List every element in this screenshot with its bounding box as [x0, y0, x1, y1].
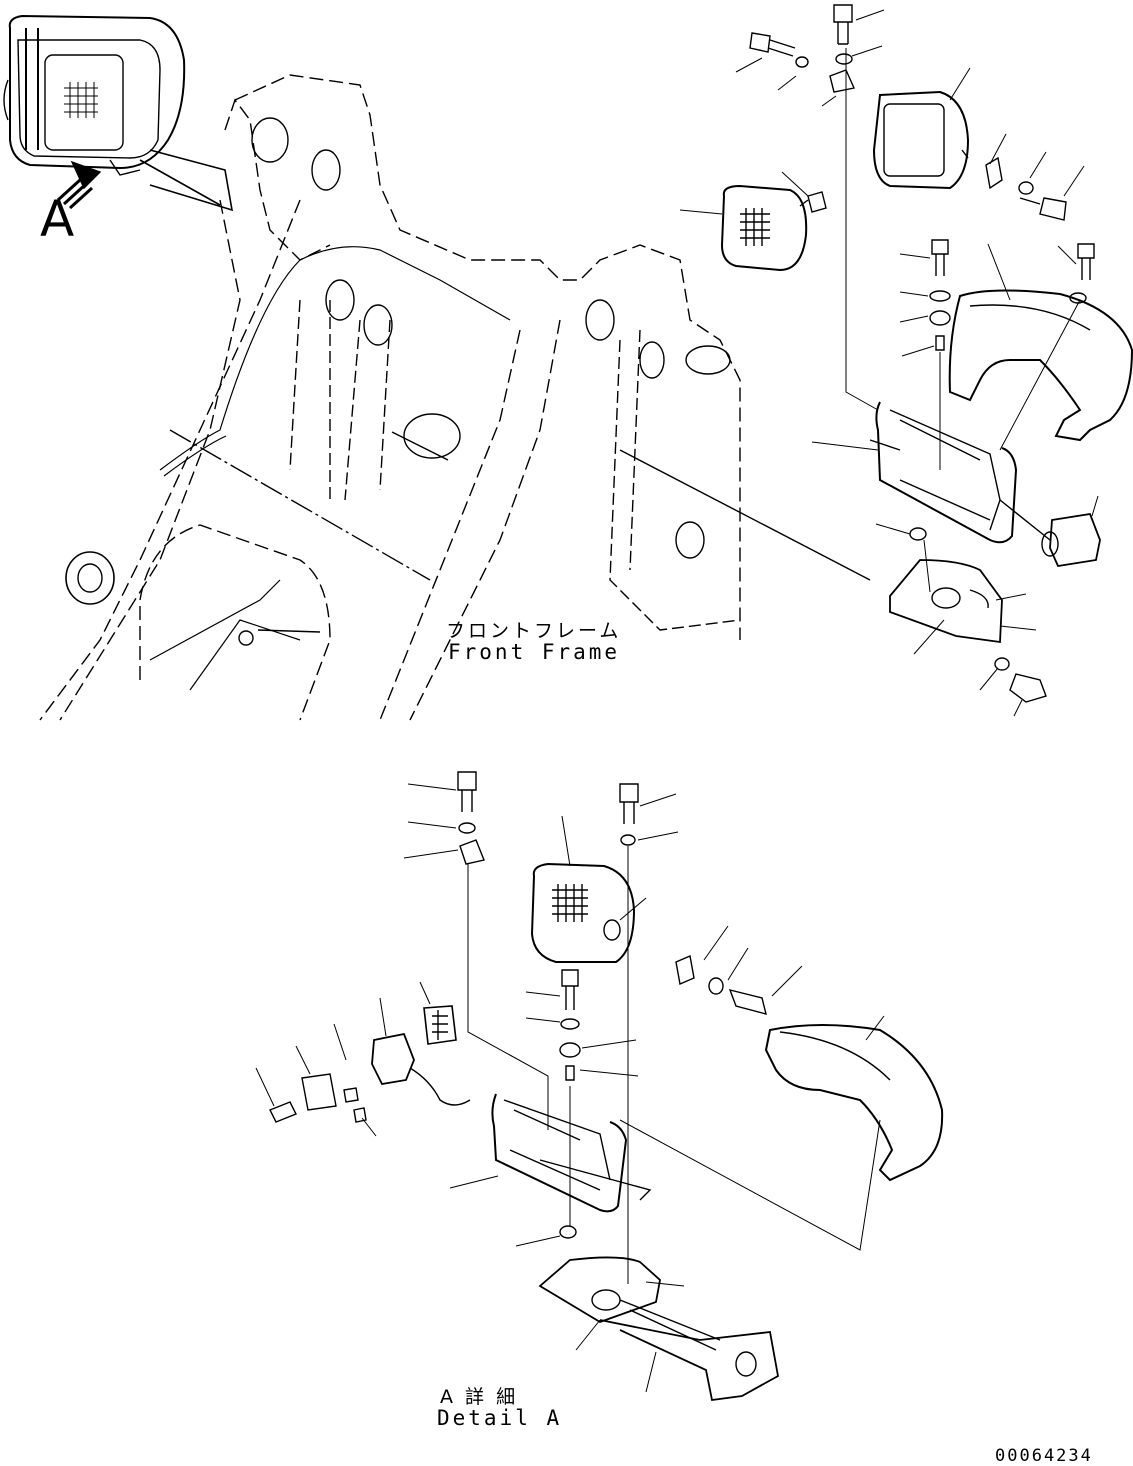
detail-a [256, 772, 942, 1400]
drawing-number: 00064234 [995, 1446, 1093, 1466]
view-arrow [58, 162, 100, 208]
overview-work-lamp [4, 16, 184, 175]
detail-a-label-ja: A 詳 細 [440, 1386, 519, 1408]
front-frame-overview [4, 16, 870, 720]
front-frame-label-en: Front Frame [448, 640, 621, 664]
exploded-parts-upper [680, 5, 1132, 716]
detail-a-label-en: Detail A [437, 1406, 563, 1430]
view-arrow-label: A [40, 190, 75, 248]
front-frame-label-ja: フロントフレーム [446, 620, 622, 642]
